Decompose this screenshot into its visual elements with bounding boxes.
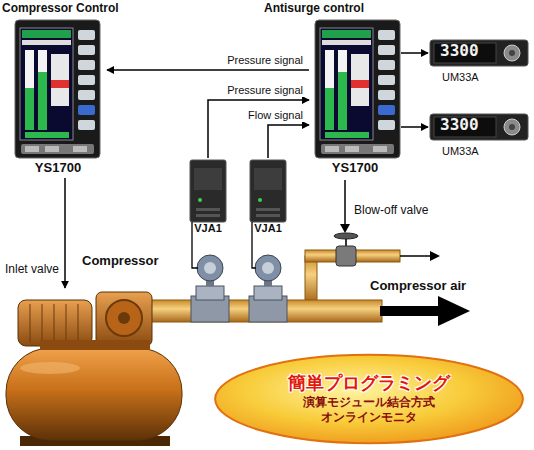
controller-body (15, 20, 100, 158)
converter-body (190, 160, 226, 222)
compressor-illustration (66, 304, 67, 342)
compressor-illustration (20, 362, 80, 374)
node-title: 簡単プログラミング (288, 373, 450, 394)
signal-label: Flow signal (246, 109, 305, 122)
signal-label: Pressure signal (225, 54, 305, 67)
main-pipe (380, 306, 440, 316)
pipe-label: Compressor air (368, 279, 468, 294)
compressor-illustration (96, 292, 152, 346)
compressor-illustration (54, 304, 55, 342)
signal-line (401, 126, 428, 128)
signal-converter: VJA1 (245, 158, 291, 238)
blow-off-pipe (336, 246, 356, 266)
node-title: VJA1 (245, 222, 291, 235)
signal-line (268, 125, 309, 158)
blow-off-pipe (334, 233, 358, 239)
blow-off-pipe (430, 251, 440, 261)
compressor-illustration (106, 300, 142, 336)
compressor-illustration (40, 340, 150, 350)
compressor-illustration (6, 348, 182, 440)
valve-signal-line (340, 180, 350, 233)
signal-label: Inlet valve (3, 263, 61, 277)
main-pipe (438, 296, 470, 326)
compressor-illustration (78, 304, 79, 342)
transmitter-body (191, 255, 229, 322)
compressor-illustration (18, 300, 92, 346)
node-text: UM33A (442, 71, 479, 84)
ellipse-shape (215, 355, 523, 443)
controller-panel: Antisurge controlYS1700 (309, 18, 401, 178)
node-text: YS1700 (9, 161, 107, 176)
node-text: YS1700 (309, 161, 401, 176)
signal-label: Pressure signal (225, 84, 305, 97)
feature-ellipse: 簡単プログラミング演算モジュール結合方式オンラインモニタ (212, 352, 526, 446)
blow-off-pipe (400, 255, 432, 257)
valve-signal-line (344, 180, 346, 225)
node-text: 演算モジュール結合方式 (303, 396, 435, 410)
pipe-label: Blow-off valve (352, 204, 430, 218)
node-text: オンラインモニタ (321, 411, 417, 425)
indicator-body (430, 40, 528, 66)
signal-line (107, 69, 309, 71)
indicator-body (430, 114, 528, 140)
node-text: UM33A (442, 145, 479, 158)
blow-off-pipe (305, 256, 317, 302)
indicator-unit: 3300UM33A (428, 112, 532, 162)
compressor-illustration (42, 304, 43, 342)
compressor-illustration (30, 304, 31, 342)
compressor-illustration (6, 292, 182, 446)
indicator-unit: 3300UM33A (428, 38, 532, 88)
signal-line (208, 100, 309, 158)
signal-line (401, 52, 428, 54)
node-title: Compressor Control (2, 2, 119, 16)
signal-line (64, 178, 66, 288)
node-title: Compressor (82, 254, 159, 269)
node-title: VJA1 (185, 222, 231, 235)
controller-panel: Compressor ControlYS1700 (9, 18, 107, 178)
node-title: 3300 (440, 42, 479, 60)
node-title: Antisurge control (264, 2, 364, 16)
controller-body (315, 20, 400, 158)
converter-body (250, 160, 286, 222)
compressor-illustration (118, 312, 130, 324)
signal-converter: VJA1 (185, 158, 231, 238)
valve-signal-line (340, 224, 350, 233)
compressor-unit: Compressor (0, 288, 195, 446)
transmitter-body (249, 255, 287, 322)
node-title: 3300 (440, 116, 479, 134)
